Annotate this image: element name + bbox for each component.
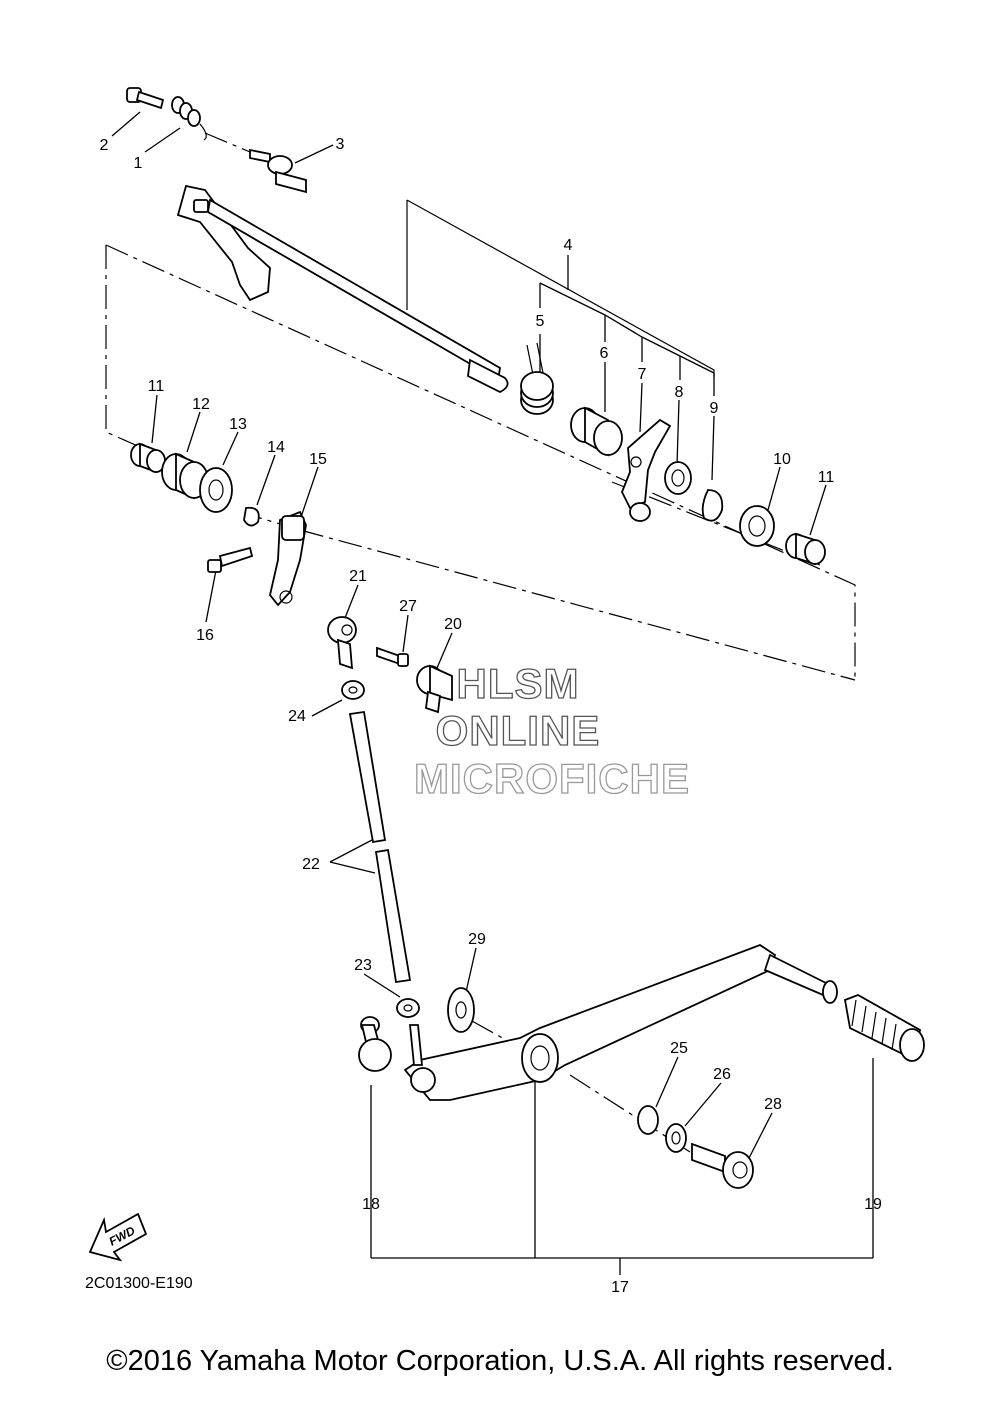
callout-14: 14 <box>267 439 285 456</box>
callout-19: 19 <box>864 1196 882 1213</box>
callout-9: 9 <box>710 400 719 417</box>
parts <box>88 87 925 1262</box>
callout-13: 13 <box>229 416 247 433</box>
lever-part-7 <box>621 418 672 522</box>
stud-part-3 <box>249 148 307 194</box>
leader-lines <box>111 111 874 1275</box>
callout-20: 20 <box>444 616 462 633</box>
circlip-part-14 <box>243 506 260 527</box>
callout-5: 5 <box>536 313 545 330</box>
collar-part-6 <box>570 406 623 457</box>
bolt-part-2 <box>126 87 165 110</box>
nut-part-23 <box>396 998 420 1018</box>
seal-part-12 <box>161 452 209 500</box>
washer-part-8 <box>664 461 692 495</box>
pivot-part-18 <box>358 1016 392 1072</box>
callout-22: 22 <box>302 856 320 873</box>
alignment-lines <box>105 132 856 1153</box>
callout-12: 12 <box>192 396 210 413</box>
fwd-arrow-icon <box>88 1212 148 1262</box>
rod-end-part-20 <box>416 664 453 714</box>
callout-4: 4 <box>564 237 573 254</box>
callout-28: 28 <box>764 1096 782 1113</box>
arm-part-15 <box>269 510 307 607</box>
bolt-part-28 <box>691 1142 754 1189</box>
footpeg-rubber-part-19 <box>843 994 925 1062</box>
circlip-part-9 <box>701 489 724 522</box>
spring-part-1 <box>171 96 207 141</box>
callout-6: 6 <box>600 345 609 362</box>
washer-part-26 <box>665 1123 687 1153</box>
callout-8: 8 <box>675 384 684 401</box>
bolt-part-16 <box>207 546 254 573</box>
callout-17: 17 <box>611 1279 629 1296</box>
part-code: 2C01300-E190 <box>85 1275 193 1292</box>
circlip-part-25 <box>637 1105 659 1135</box>
shift-shaft-part <box>176 184 509 394</box>
watermark-line-2: ONLINE <box>436 707 601 754</box>
callout-29: 29 <box>468 931 486 948</box>
washer-part-29 <box>447 987 475 1033</box>
callout-16: 16 <box>196 627 214 644</box>
rod-end-part-21 <box>327 616 357 670</box>
rod-part-22 <box>348 710 412 984</box>
callout-23: 23 <box>354 957 372 974</box>
washer-part-10 <box>739 505 775 547</box>
spring-part-5 <box>520 342 554 415</box>
callout-7: 7 <box>638 366 647 383</box>
callout-labels: 1 2 3 4 5 6 7 8 9 10 11 11 12 13 14 15 1… <box>100 136 882 1296</box>
callout-24: 24 <box>288 708 306 725</box>
washer-part-13 <box>199 467 233 513</box>
callout-26: 26 <box>713 1066 731 1083</box>
callout-10: 10 <box>773 451 791 468</box>
callout-15: 15 <box>309 451 327 468</box>
callout-11-left: 11 <box>148 378 165 395</box>
callout-2: 2 <box>100 137 109 154</box>
pedal-part-17 <box>403 943 838 1101</box>
bearing-part-11-left <box>130 442 166 474</box>
bolt-part-27 <box>376 646 409 667</box>
callout-1: 1 <box>134 155 143 172</box>
callout-25: 25 <box>670 1040 688 1057</box>
watermark-line-1: HLSM <box>457 660 580 707</box>
callout-21: 21 <box>349 568 367 585</box>
callout-3: 3 <box>336 136 345 153</box>
copyright-notice: ©2016 Yamaha Motor Corporation, U.S.A. A… <box>106 1345 894 1377</box>
watermark: HLSM ONLINE MICROFICHE <box>413 659 690 802</box>
watermark-line-3: MICROFICHE <box>414 755 690 802</box>
callout-18: 18 <box>362 1196 380 1213</box>
callout-11-right: 11 <box>818 469 835 486</box>
callout-27: 27 <box>399 598 417 615</box>
bearing-part-11-right <box>785 532 826 566</box>
nut-part-24 <box>341 680 365 700</box>
